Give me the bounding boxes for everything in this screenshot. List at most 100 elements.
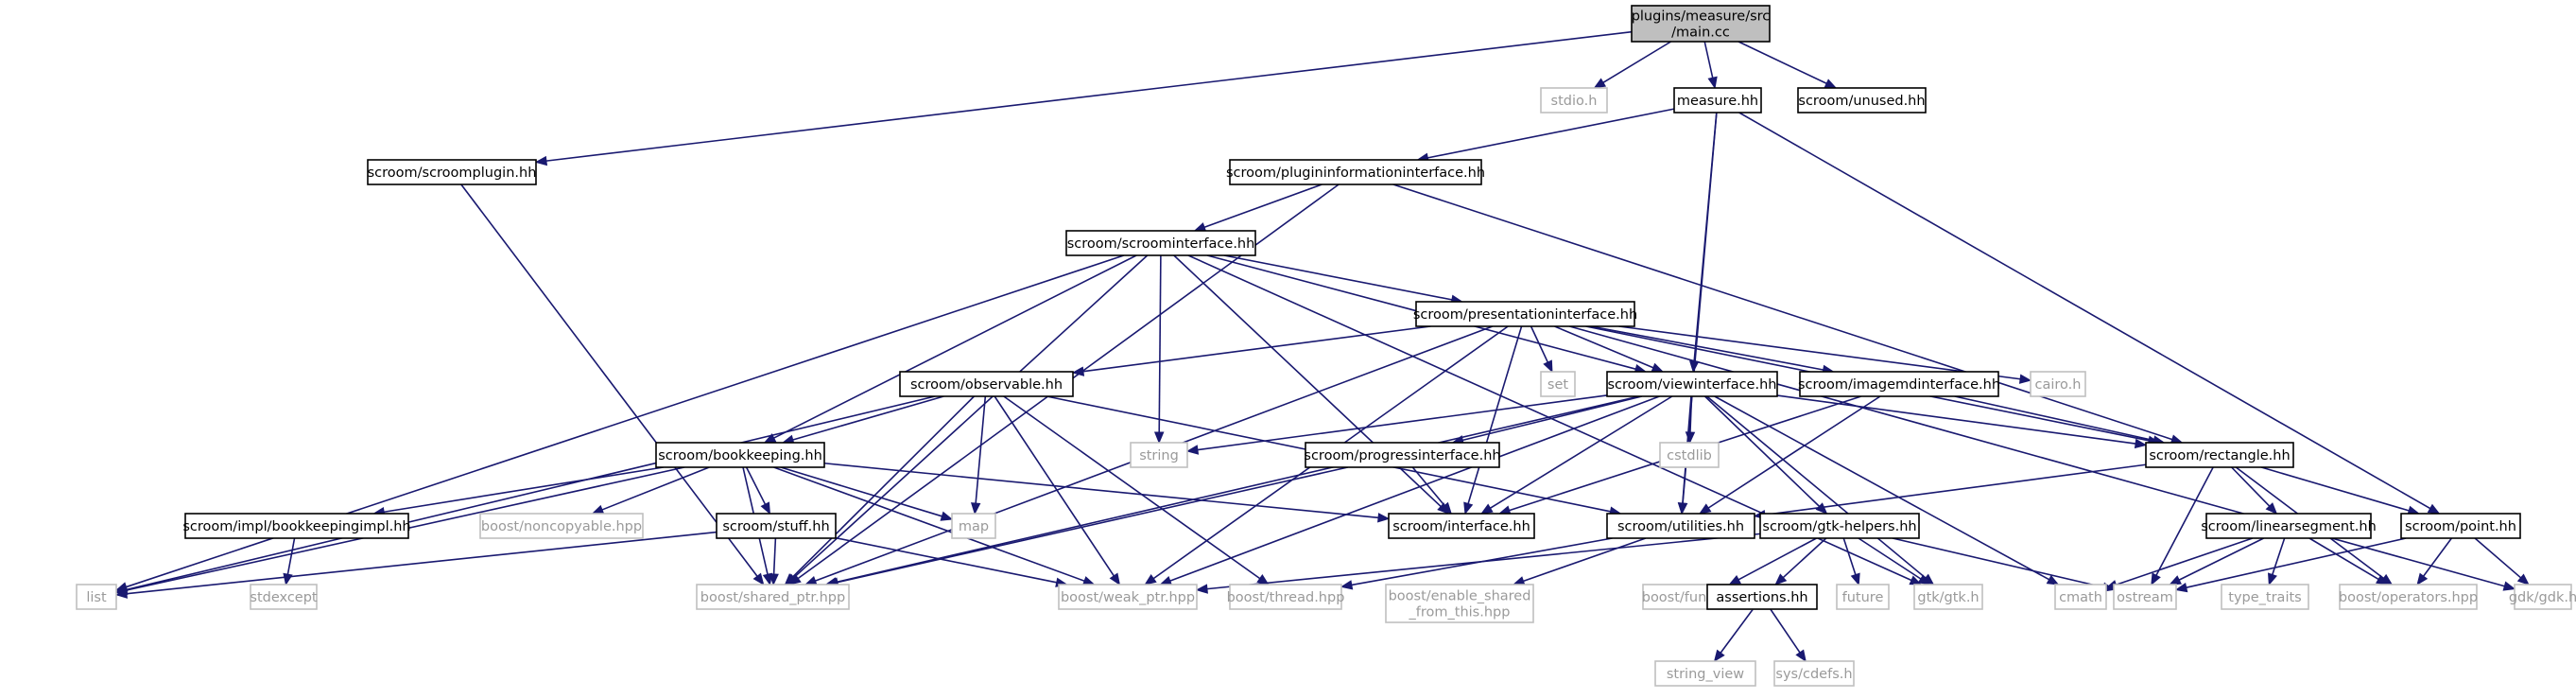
edge-arrowhead — [591, 504, 605, 515]
node-point[interactable]: scroom/point.hh — [2400, 513, 2521, 539]
edge-arrowhead — [1593, 78, 1607, 89]
edge-imagemd-to-utilities — [1707, 395, 1881, 509]
node-box — [479, 513, 644, 539]
edge-arrowhead — [784, 573, 797, 585]
edge-arrowhead — [2376, 574, 2389, 585]
node-label: boost/thread.hpp — [1227, 590, 1345, 605]
node-stuff[interactable]: scroom/stuff.hh — [716, 513, 837, 539]
node-label: scroom/bookkeeping.hh — [658, 448, 822, 463]
node-label: type_traits — [2228, 590, 2301, 605]
edge-linearsegment-to-type_traits — [2272, 537, 2286, 575]
node-cstdlib: cstdlib — [1659, 442, 1720, 468]
node-viewinterface[interactable]: scroom/viewinterface.hh — [1606, 371, 1778, 397]
node-interface[interactable]: scroom/interface.hh — [1388, 513, 1535, 539]
edges-layer — [114, 30, 2530, 663]
edge-arrowhead — [1440, 501, 1453, 516]
edge-arrowhead — [1795, 649, 1807, 663]
edge-presentation-to-observable — [1082, 325, 1431, 373]
edge-point-to-gdk — [2474, 537, 2522, 579]
edge-bookkeeping-to-stuff — [745, 466, 767, 505]
node-box — [1799, 371, 1999, 397]
node-box — [899, 371, 1074, 397]
edge-arrowhead — [1713, 649, 1725, 663]
edge-observable-to-bookkeeping — [792, 395, 944, 441]
edge-arrowhead — [1144, 574, 1157, 585]
node-label: scroom/unused.hh — [1798, 94, 1925, 109]
edge-point-to-operators — [2423, 537, 2453, 577]
edge-progress-to-shared_ptr — [837, 466, 1348, 584]
edge-arrowhead — [1651, 362, 1665, 373]
node-imagemd[interactable]: scroom/imagemdinterface.hh — [1798, 371, 2000, 397]
node-label: boost/enable_shared — [1389, 589, 1531, 604]
node-box — [2339, 584, 2478, 610]
node-box — [1058, 584, 1198, 610]
edge-bookkeeping-to-bkimpl — [384, 466, 664, 514]
node-assertions[interactable]: assertions.hh — [1706, 584, 1818, 610]
edge-gtkhelpers-to-gtk — [1858, 537, 1922, 580]
edge-arrowhead — [970, 502, 981, 516]
node-box — [716, 513, 837, 539]
edge-viewinterface-to-cmath — [1714, 395, 2049, 581]
node-plugininfo[interactable]: scroom/plugininformationinterface.hh — [1226, 159, 1485, 185]
node-label: set — [1547, 377, 1568, 393]
edge-viewinterface-to-string — [1197, 394, 1608, 451]
node-presentation[interactable]: scroom/presentationinterface.hh — [1413, 301, 1637, 327]
node-type_traits: type_traits — [2221, 584, 2309, 610]
node-linearsegment[interactable]: scroom/linearsegment.hh — [2201, 513, 2377, 539]
node-scroominterface[interactable]: scroom/scroominterface.hh — [1065, 230, 1256, 256]
node-box — [1773, 660, 1855, 687]
node-rectangle[interactable]: scroom/rectangle.hh — [2145, 442, 2294, 468]
node-label: scroom/stuff.hh — [722, 519, 829, 534]
node-gtk: gtk/gtk.h — [1913, 584, 1983, 610]
node-bkimpl[interactable]: scroom/impl/bookkeepingimpl.hh — [182, 513, 411, 539]
node-observable[interactable]: scroom/observable.hh — [899, 371, 1074, 397]
edge-linearsegment-to-cmath — [2116, 537, 2254, 586]
node-utilities[interactable]: scroom/utilities.hh — [1606, 513, 1755, 539]
node-box — [2221, 584, 2309, 610]
node-label: scroom/impl/bookkeepingimpl.hh — [182, 519, 410, 534]
node-stdio: stdio.h — [1540, 87, 1608, 114]
node-map: map — [951, 513, 996, 539]
edge-presentation-to-interface — [1467, 325, 1523, 504]
edge-arrowhead — [1185, 445, 1200, 455]
node-label: measure.hh — [1677, 94, 1758, 109]
node-box — [2514, 584, 2572, 610]
node-main[interactable]: plugins/measure/src/main.cc — [1631, 5, 1771, 43]
node-label: scroom/rectangle.hh — [2149, 448, 2290, 463]
node-box — [1065, 230, 1256, 256]
node-label: scroom/viewinterface.hh — [1608, 377, 1777, 393]
edge-imagemd-to-rectangle — [1954, 395, 2154, 442]
node-box — [1606, 371, 1778, 397]
node-stdexcept: stdexcept — [250, 584, 318, 610]
node-label: scroom/point.hh — [2405, 519, 2516, 534]
node-measure[interactable]: measure.hh — [1673, 87, 1762, 114]
edge-arrowhead — [2169, 575, 2182, 585]
node-label: assertions.hh — [1716, 590, 1807, 605]
node-future: future — [1836, 584, 1890, 610]
edge-assertions-to-cdefs — [1770, 608, 1801, 654]
edge-observable-to-shared_ptr — [791, 395, 976, 578]
edge-scroominterface-to-bookkeeping — [773, 254, 1137, 439]
node-box — [1836, 584, 1890, 610]
edge-gtkhelpers-to-assertions — [1782, 537, 1827, 579]
node-bookkeeping[interactable]: scroom/bookkeeping.hh — [655, 442, 825, 468]
edge-arrowhead — [752, 572, 765, 586]
edge-rectangle-to-ostream — [2155, 466, 2214, 576]
edge-viewinterface-to-interface — [1490, 395, 1673, 509]
edge-bkimpl-to-stdexcept — [286, 537, 296, 575]
node-box — [1673, 87, 1762, 114]
edge-arrowhead — [1677, 502, 1688, 516]
edge-arrowhead — [534, 155, 548, 166]
edge-stuff-to-shared_ptr — [772, 537, 777, 575]
edge-viewinterface-to-shared_ptr — [836, 395, 1639, 584]
node-progress[interactable]: scroom/progressinterface.hh — [1304, 442, 1501, 468]
edge-arrowhead — [940, 511, 954, 521]
edge-arrowhead — [1850, 572, 1860, 586]
node-unused[interactable]: scroom/unused.hh — [1797, 87, 1927, 114]
edge-presentation-to-cairo — [1618, 325, 2021, 380]
node-gtkhelpers[interactable]: scroom/gtk-helpers.hh — [1759, 513, 1920, 539]
node-label: boost/noncopyable.hpp — [481, 519, 642, 534]
node-box — [1631, 5, 1771, 43]
node-scroomplugin[interactable]: scroom/scroomplugin.hh — [367, 159, 537, 185]
